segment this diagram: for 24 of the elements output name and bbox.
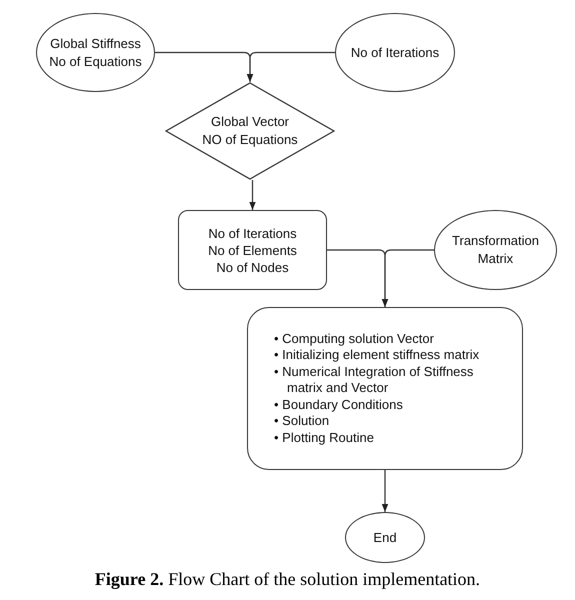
node-text: No of Iterations xyxy=(208,224,297,242)
node-text: End xyxy=(373,528,397,546)
decision-diamond xyxy=(165,82,335,180)
node-text: Global Vector xyxy=(210,113,290,131)
figure-caption: Figure 2. Flow Chart of the solution implementation. xyxy=(94,569,480,589)
process-box xyxy=(247,307,523,470)
arrow xyxy=(246,52,335,82)
arrow xyxy=(249,180,256,210)
process-box xyxy=(178,210,327,290)
bullet-item: • Plotting Routine xyxy=(274,430,375,446)
bullet-item: • Initializing element stiffness matrix xyxy=(274,347,480,364)
arrow xyxy=(382,470,388,512)
node-text: No of Elements xyxy=(208,242,297,258)
node-text: No of Iterations xyxy=(350,44,440,62)
bullet-item: • Solution xyxy=(274,413,330,430)
node-text: Global Stiffness xyxy=(50,34,141,52)
node-text: Transformation Matrix xyxy=(451,232,540,268)
node-text: NO of Equations xyxy=(202,131,298,149)
node-text: No of Equations xyxy=(49,52,142,70)
bullet-item: • Boundary Conditions xyxy=(274,396,404,414)
arrow xyxy=(382,249,434,307)
node-text: No of Nodes xyxy=(216,258,289,276)
bullet-item: • Numerical Integration of Stiffness matrix and Vector xyxy=(274,364,474,397)
bullet-item: • Computing solution Vector xyxy=(274,330,435,348)
